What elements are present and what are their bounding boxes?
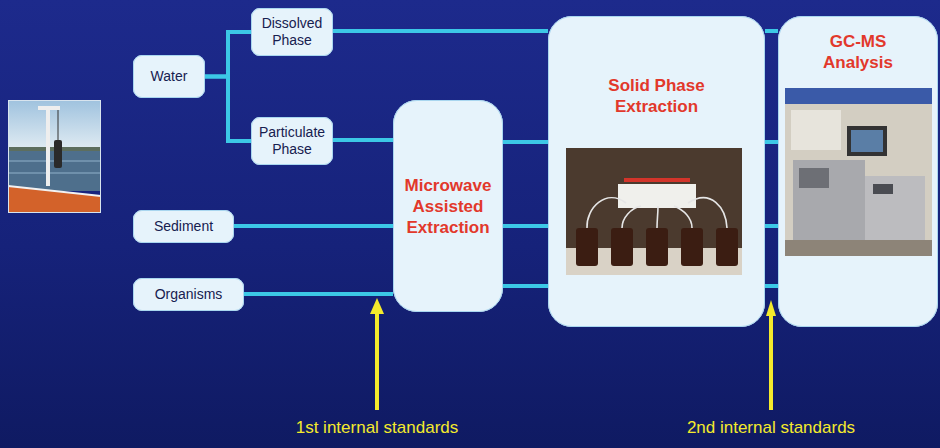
monitor-screen [851, 130, 883, 152]
box-fill [548, 16, 765, 327]
node-text: Organisms [155, 286, 223, 303]
connector-line [765, 224, 778, 228]
manifold-bar [624, 178, 690, 182]
sample-box: Dissolved Phase [251, 8, 333, 56]
water-sampler [54, 140, 62, 168]
standard-arrowhead [370, 298, 384, 314]
photo-frame [9, 101, 101, 213]
connector-line [765, 140, 778, 144]
gc-unit [793, 160, 865, 240]
standard-label: 1st internal standards [296, 418, 459, 438]
connector-line [205, 77, 251, 142]
gc-panel [799, 168, 829, 188]
photo-ground [785, 88, 932, 256]
box-fill [251, 8, 333, 56]
monitor [847, 126, 887, 156]
sample-box: Water [133, 55, 205, 98]
wall-panel [791, 110, 841, 150]
standard-arrowhead [766, 300, 776, 316]
node-text: Microwave Assisted Extraction [400, 175, 496, 238]
connector-line [333, 29, 548, 33]
box-fill [133, 210, 234, 243]
standard-arrow [769, 314, 773, 410]
connector-line [503, 224, 548, 228]
process-box: GC-MS Analysis [778, 16, 938, 327]
sample-box: Organisms [133, 278, 244, 311]
sample-box: Particulate Phase [251, 117, 333, 165]
spe-manifold [618, 184, 696, 208]
connector-line [333, 138, 393, 142]
tubes [587, 198, 727, 228]
sampling-photo [8, 100, 101, 213]
boat-hull [8, 186, 101, 213]
box-fill [133, 278, 244, 311]
winch-arm [38, 106, 60, 110]
connector-line [234, 224, 393, 228]
wave [8, 172, 101, 174]
node-text: Water [151, 68, 188, 85]
ms-panel [873, 184, 893, 194]
bench [785, 240, 932, 256]
boat-rail [8, 186, 101, 196]
node-text: Dissolved Phase [258, 15, 326, 49]
process-box: Microwave Assisted Extraction [393, 100, 503, 312]
shelf [785, 88, 932, 104]
node-text: Particulate Phase [258, 124, 326, 158]
spe-photo [566, 148, 742, 275]
node-text: Sediment [154, 218, 213, 235]
connector-line [205, 32, 251, 77]
sample-box: Sediment [133, 210, 234, 243]
box-fill [251, 117, 333, 165]
ms-unit [865, 176, 925, 240]
node-text: Solid Phase Extraction [592, 75, 722, 117]
standard-label: 2nd internal standards [687, 418, 855, 438]
box-fills [133, 8, 938, 327]
connector-line [503, 140, 548, 144]
gcms-photo [785, 88, 932, 256]
connector-line [765, 29, 778, 33]
node-text: GC-MS Analysis [808, 31, 908, 73]
standard-arrow [375, 312, 379, 410]
connector-line [503, 284, 548, 288]
cable [58, 110, 59, 140]
box-fill [133, 55, 205, 98]
box-fill [393, 100, 503, 312]
process-box: Solid Phase Extraction [548, 16, 765, 327]
photo-ground [566, 148, 742, 275]
winch-pole [46, 106, 50, 186]
bottles [576, 228, 738, 266]
connector-line [244, 292, 393, 296]
connector-line [765, 284, 778, 288]
box-fill [778, 16, 938, 327]
